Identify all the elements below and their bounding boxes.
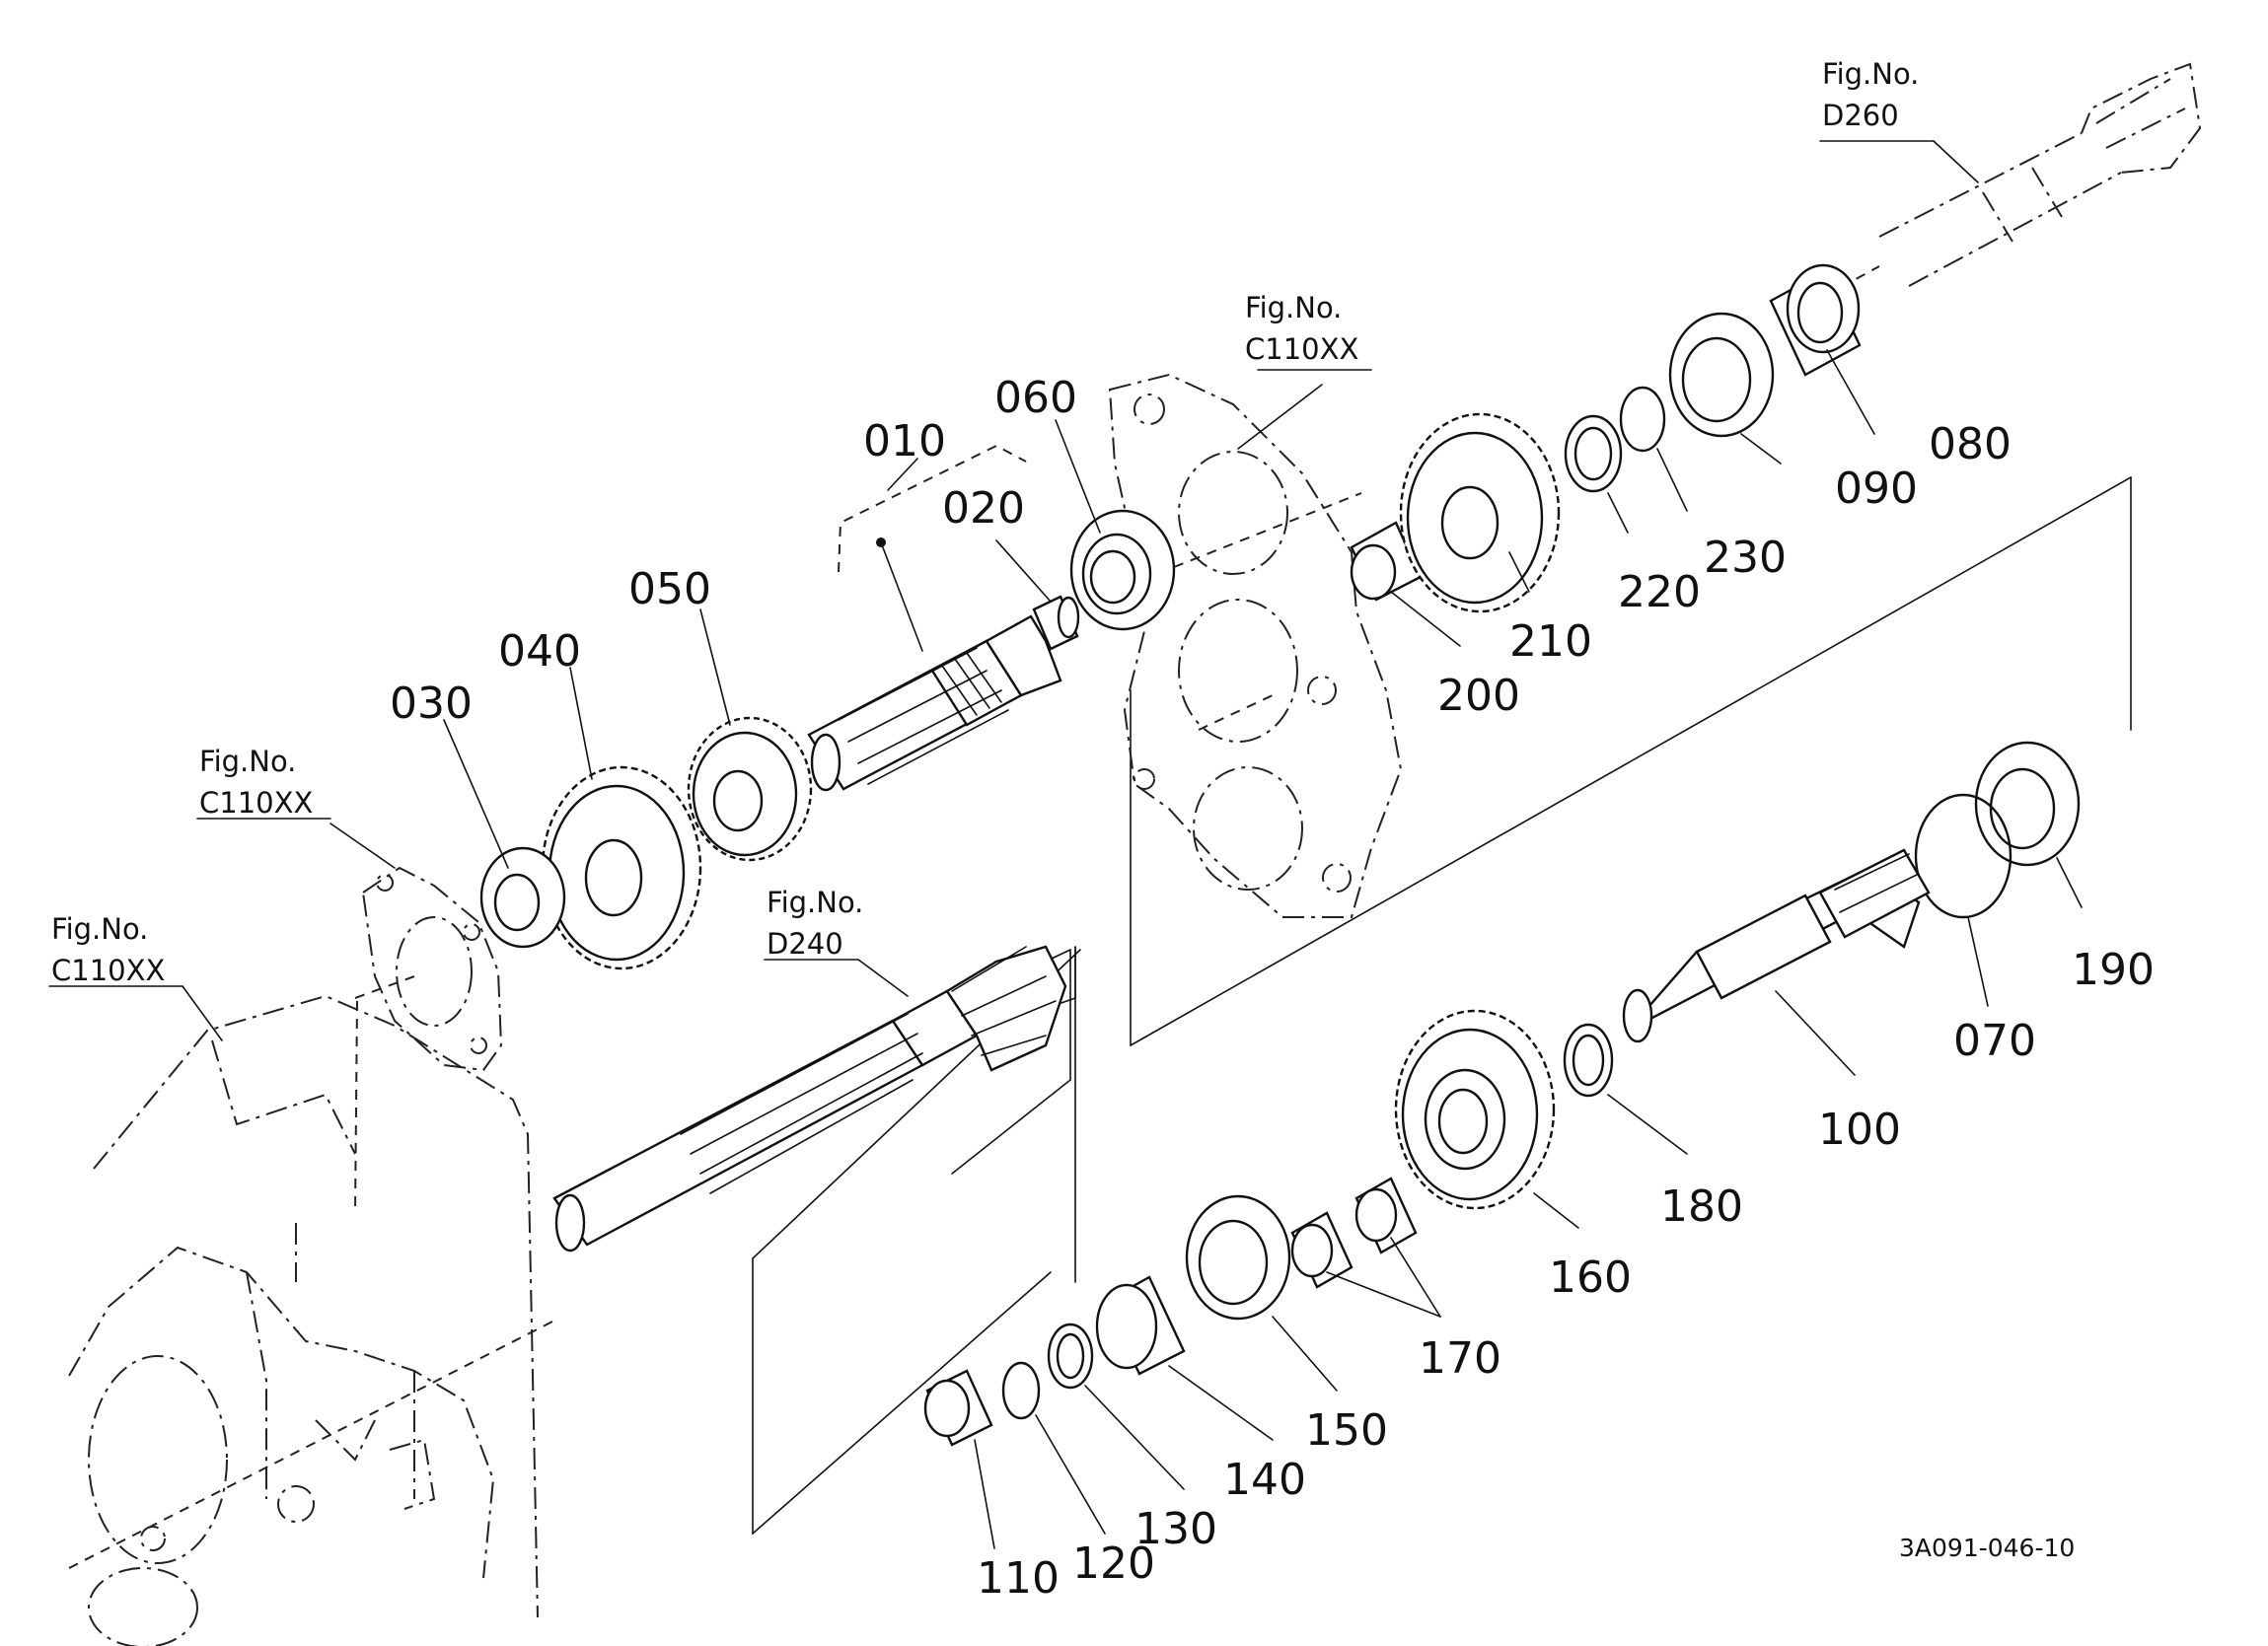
callout-090: 090 [1835,464,1918,514]
fig-ref-d240-code: D240 [767,927,843,961]
fig-ref-d260-label: Fig.No. [1822,57,1919,91]
fig-ref-c110-left-code: C110XX [199,786,313,820]
drawing-code: 3A091-046-10 [1899,1534,2075,1562]
collar-020 [1032,595,1080,651]
callout-020: 020 [942,483,1025,534]
bracket-010 [838,444,1027,652]
upper-shaft-d260 [1824,62,2202,297]
callout-180: 180 [1660,1181,1743,1232]
needle-bearings-170 [1290,1177,1418,1289]
fig-ref-d260-code: D260 [1822,99,1899,132]
fig-ref-c110-case-code: C110XX [51,954,165,987]
callout-190: 190 [2072,945,2155,995]
callout-130: 130 [1134,1504,1217,1554]
bearing-080 [1769,263,1862,377]
snap-ring-070 [1914,793,2012,919]
gearbox-case [68,994,553,1646]
shaft-100 [1622,848,1931,1043]
group-frame-upper [1130,476,2132,1046]
callout-210: 210 [1509,616,1592,667]
callout-070: 070 [1953,1016,2036,1066]
gear-160 [1394,1009,1556,1210]
callout-100: 100 [1818,1105,1901,1155]
gear-210 [1399,412,1561,613]
callout-200: 200 [1437,671,1520,721]
snap-ring-230 [1619,386,1666,453]
shim-130 [1047,1323,1094,1390]
callout-080: 080 [1929,419,2012,469]
collar-140 [1095,1275,1186,1376]
bearing-030 [479,846,566,949]
center-housing [1108,373,1403,918]
fig-ref-c110-case-label: Fig.No. [51,912,148,946]
callout-140: 140 [1223,1455,1306,1505]
input-shaft-d240 [552,945,1067,1252]
callout-120: 120 [1072,1539,1155,1589]
gear-050 [687,716,813,862]
callout-030: 030 [390,679,473,729]
shim-180 [1563,1023,1614,1098]
callout-230: 230 [1704,533,1787,583]
fig-ref-c110-left-label: Fig.No. [199,745,296,778]
group-frame-lower [752,946,1081,1535]
bearing-090 [1668,312,1775,438]
gear-040 [541,765,702,970]
shim-220 [1564,414,1623,493]
seal-plate-housing [354,866,503,1072]
fig-ref-c110-top-label: Fig.No. [1245,291,1342,324]
callout-060: 060 [994,373,1077,423]
callout-010: 010 [863,416,946,466]
callout-170: 170 [1419,1333,1501,1384]
bearing-150 [1185,1194,1291,1321]
callout-040: 040 [498,626,581,677]
callout-160: 160 [1549,1252,1632,1303]
snap-ring-120 [1001,1361,1041,1420]
callout-150: 150 [1305,1405,1388,1456]
shaft-010 [807,614,1062,792]
fig-ref-d240-label: Fig.No. [767,886,863,919]
callout-220: 220 [1618,567,1701,617]
leader-lines [48,140,2083,1549]
callout-050: 050 [628,564,711,614]
fig-ref-c110-top-code: C110XX [1245,332,1358,366]
bearing-060 [1069,509,1176,631]
bearing-190 [1974,741,2081,867]
needle-bearing-110 [923,1369,993,1447]
callout-110: 110 [977,1553,1060,1604]
